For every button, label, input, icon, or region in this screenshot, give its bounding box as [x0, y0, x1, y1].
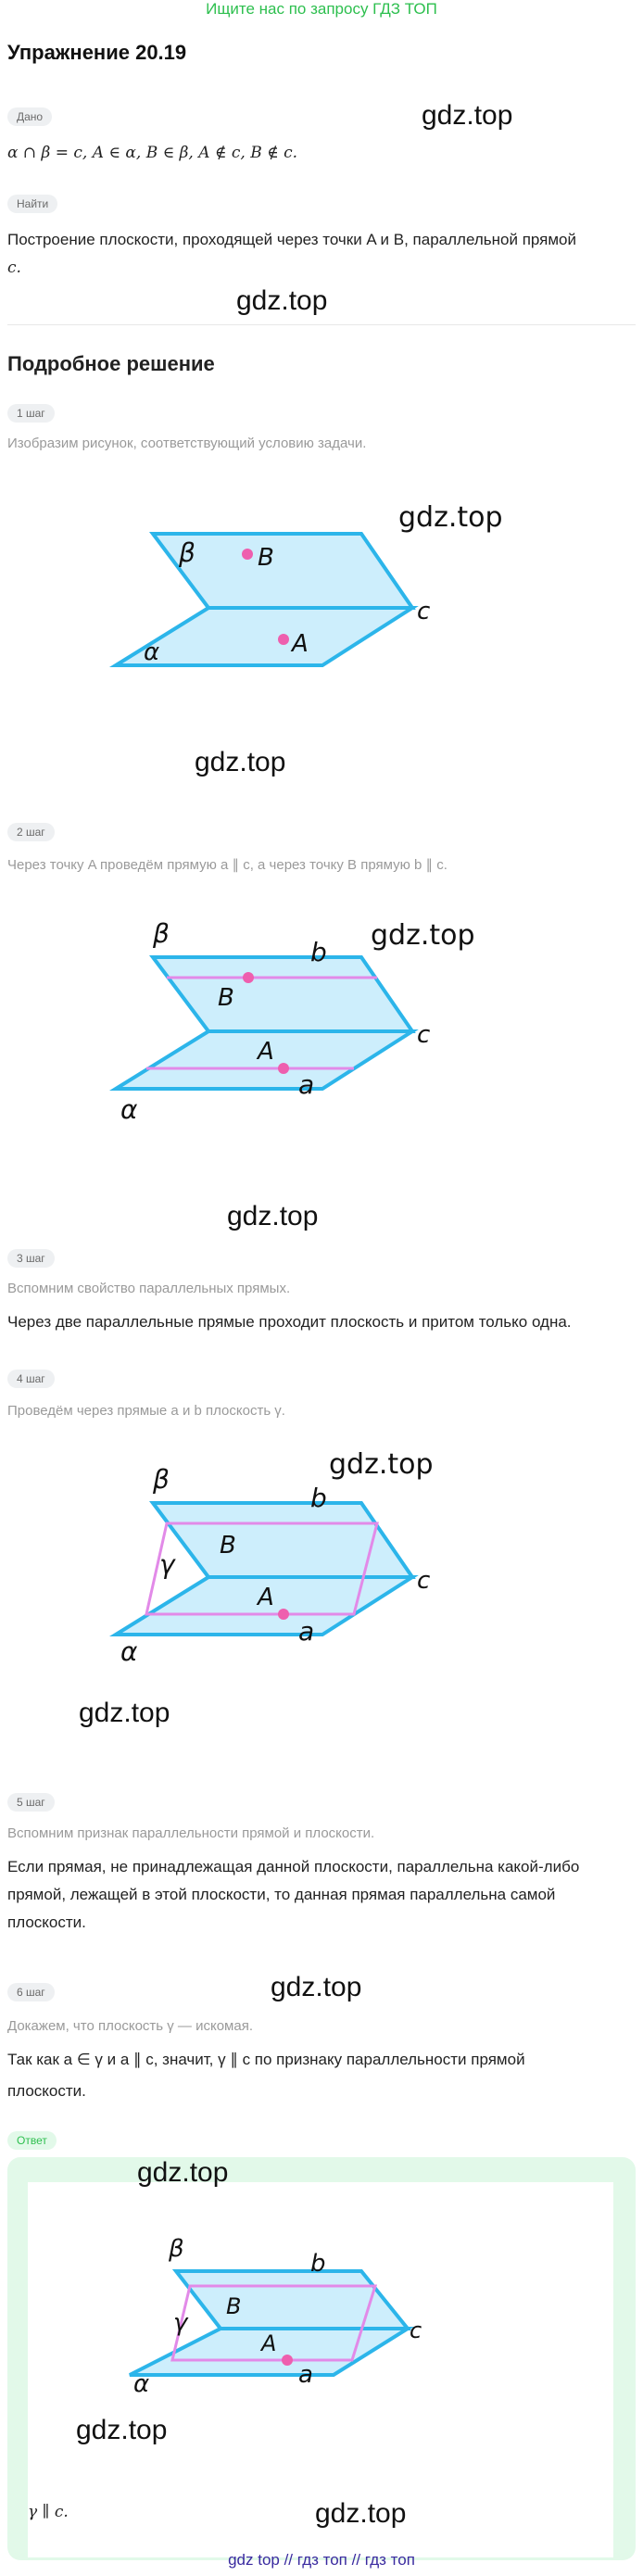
solution-title: Подробное решение: [7, 352, 215, 375]
step1-text: Изобразим рисунок, соответствующий услов…: [7, 436, 367, 451]
watermark: gdz.top: [398, 501, 503, 534]
plane-beta: [171, 2269, 412, 2330]
plane-gamma: [170, 2284, 378, 2362]
label-beta: β: [168, 2235, 184, 2263]
watermark: gdz.top: [422, 100, 513, 131]
find-chip: Найти: [7, 195, 58, 213]
answer-chip: Ответ: [7, 2131, 57, 2150]
given-text: α ∩ β = c, A ∈ α, B ∈ β, A ∉ c, B ∉ c.: [7, 144, 298, 162]
figure-step2: β b B A a α c gdz.top: [108, 918, 475, 1125]
point-a: [278, 1609, 289, 1620]
step6-chip: 6 шаг: [7, 1983, 55, 2001]
figure-step4: β b B γ A a α c gdz.top: [108, 1448, 434, 1667]
given-chip: Дано: [7, 107, 53, 126]
label-c: c: [410, 2317, 422, 2343]
label-small-b: b: [310, 1483, 327, 1513]
label-alpha: α: [144, 638, 159, 666]
label-beta: β: [178, 537, 195, 568]
label-small-b: b: [310, 2250, 326, 2278]
plane-beta: [149, 955, 416, 1033]
label-a: A: [290, 630, 309, 658]
label-small-b: b: [310, 937, 327, 967]
point-b: [242, 549, 253, 560]
step4-text: Проведём через прямые a и b плоскость γ.: [7, 1403, 285, 1419]
label-c: c: [417, 598, 430, 625]
label-beta: β: [152, 918, 170, 949]
watermark: gdz.top: [76, 2415, 168, 2445]
step4-chip: 4 шаг: [7, 1370, 55, 1388]
step5-text: Вспомним признак параллельности прямой и…: [7, 1825, 375, 1841]
figure-step1: β B A α c gdz.top: [108, 501, 503, 667]
label-small-a: a: [298, 1616, 314, 1647]
label-small-a: a: [298, 1069, 314, 1100]
step3-chip: 3 шаг: [7, 1249, 55, 1268]
watermark: gdz.top: [271, 1972, 362, 2002]
footer-links[interactable]: gdz top // гдз топ // гдз топ: [228, 2551, 415, 2569]
step2-chip: 2 шаг: [7, 823, 55, 841]
find-text-line1: Построение плоскости, проходящей через т…: [7, 231, 577, 248]
step1-chip: 1 шаг: [7, 404, 55, 423]
label-gamma: γ: [159, 1549, 176, 1580]
plane-alpha: [108, 606, 419, 667]
label-alpha: α: [120, 1636, 138, 1667]
label-gamma: γ: [173, 2309, 189, 2337]
label-alpha: α: [120, 1094, 138, 1125]
label-alpha: α: [133, 2370, 149, 2395]
step5-bold-line3: плоскости.: [7, 1913, 86, 1931]
watermark: gdz.top: [371, 919, 475, 952]
point-b: [243, 972, 254, 983]
plane-gamma: [145, 1522, 379, 1616]
figure-answer: β b B γ A a α c: [129, 2235, 422, 2395]
label-a: A: [256, 1038, 274, 1066]
label-small-a: a: [298, 2361, 313, 2389]
watermark: gdz.top: [236, 285, 328, 316]
search-banner[interactable]: Ищите нас по запросу ГДЗ ТОП: [206, 0, 437, 18]
step2-text: Через точку A проведём прямую a ∥ c, а ч…: [7, 857, 448, 873]
label-a: A: [259, 2330, 276, 2356]
step6-bold-line1: Так как a ∈ γ и a ∥ c, значит, γ ∥ c по …: [7, 2051, 525, 2068]
watermark: gdz.top: [227, 1201, 319, 1231]
label-b: B: [220, 1532, 236, 1559]
label-b: B: [226, 2293, 241, 2319]
watermark: gdz.top: [329, 1448, 434, 1481]
step6-text: Докажем, что плоскость γ — искомая.: [7, 2018, 253, 2034]
divider: [7, 324, 636, 325]
step5-chip: 5 шаг: [7, 1793, 55, 1812]
watermark: gdz.top: [315, 2498, 407, 2529]
answer-text: γ ∥ c.: [28, 2503, 69, 2521]
point-a: [282, 2355, 293, 2366]
find-text-line2: c.: [7, 259, 21, 277]
step5-bold-line1: Если прямая, не принадлежащая данной пло…: [7, 1858, 580, 1875]
label-b: B: [258, 544, 274, 572]
label-beta: β: [152, 1464, 170, 1495]
label-b: B: [218, 984, 234, 1012]
watermark: gdz.top: [79, 1698, 170, 1728]
label-a: A: [256, 1584, 274, 1611]
step5-bold-line2: прямой, лежащей в этой плоскости, то дан…: [7, 1886, 556, 1903]
step3-bold: Через две параллельные прямые проходит п…: [7, 1313, 572, 1331]
watermark: gdz.top: [137, 2157, 229, 2188]
watermark: gdz.top: [195, 747, 286, 777]
label-c: c: [417, 1567, 430, 1595]
step6-bold-line2: плоскости.: [7, 2082, 86, 2100]
label-c: c: [417, 1021, 430, 1049]
point-a: [278, 1063, 289, 1074]
point-a: [278, 634, 289, 645]
plane-alpha: [129, 2327, 414, 2377]
step3-text: Вспомним свойство параллельных прямых.: [7, 1281, 291, 1296]
page-title: Упражнение 20.19: [7, 41, 187, 64]
